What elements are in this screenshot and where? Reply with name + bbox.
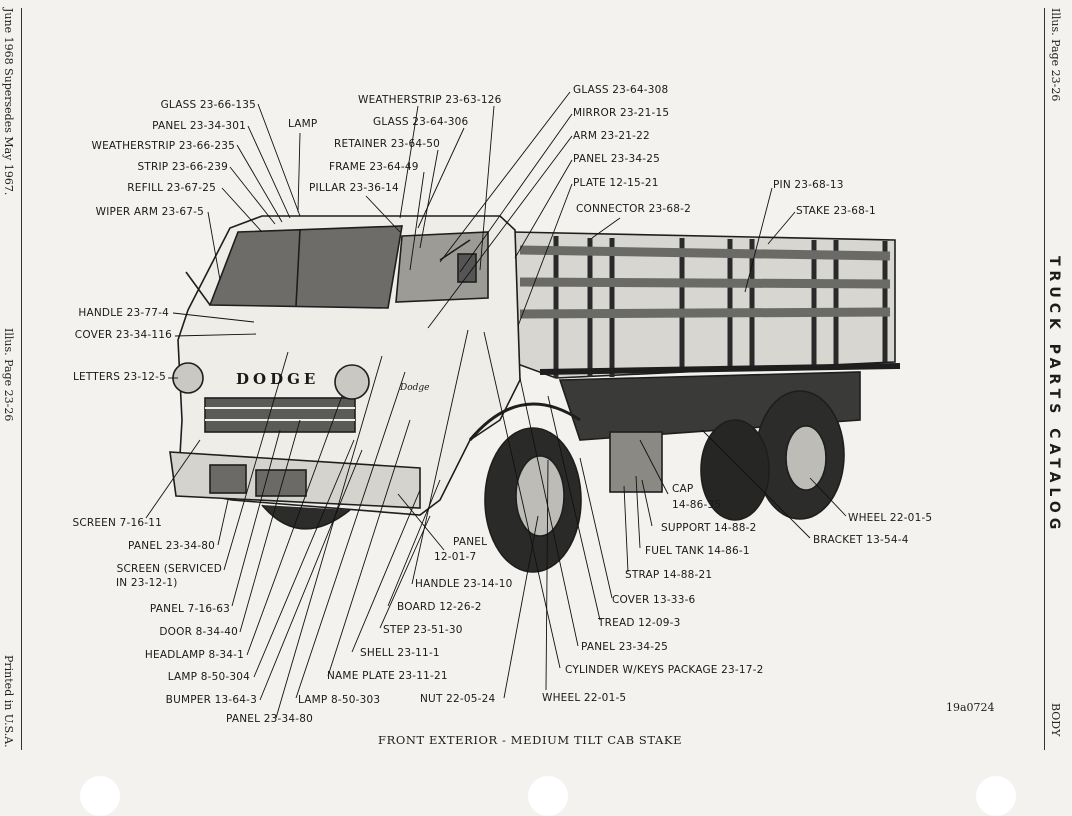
left-margin-rule [21, 8, 22, 750]
dodge-logo: DODGE [236, 370, 319, 388]
callout-panel-7-16-63: PANEL 7-16-63 [149, 603, 230, 615]
callout-lamp-8-50-304: LAMP 8-50-304 [167, 671, 250, 683]
callout-bracket-13-54-4: BRACKET 13-54-4 [813, 534, 909, 546]
callout-arm-23-21-22: ARM 23-21-22 [573, 130, 650, 142]
dodge-badge: Dodge [399, 383, 429, 393]
callout-strip-23-66-239: STRIP 23-66-239 [137, 161, 228, 173]
callout-door-8-34-40: DOOR 8-34-40 [159, 626, 238, 638]
grille [204, 397, 356, 433]
callout-lamp-8-50-303: LAMP 8-50-303 [298, 694, 381, 706]
punch-hole-center [528, 776, 568, 816]
callout-headlamp-8-34-1: HEADLAMP 8-34-1 [144, 649, 244, 661]
callout-screen-serviced: SCREEN (SERVICED [116, 563, 222, 575]
callout-cap-num: 14-86-35 [672, 499, 722, 511]
door-window [395, 231, 489, 303]
callout-cover-23-34-116: COVER 23-34-116 [74, 329, 172, 341]
leader-lines [145, 91, 847, 719]
punch-hole-right [976, 776, 1016, 816]
callout-strap-14-88-21: STRAP 14-88-21 [625, 569, 713, 581]
callout-screen-serviced-in: IN 23-12-1) [116, 577, 178, 589]
callout-fuel-tank-14-86-1: FUEL TANK 14-86-1 [645, 545, 750, 557]
callout-board-12-26-2: BOARD 12-26-2 [397, 601, 482, 613]
headlamp-right [334, 364, 370, 400]
callout-bumper-13-64-3: BUMPER 13-64-3 [165, 694, 257, 706]
callout-panel-23-34-80-bottom: PANEL 23-34-80 [226, 713, 313, 725]
callout-lamp: LAMP [288, 118, 318, 130]
right-margin-rule [1044, 8, 1045, 750]
callout-panel-12-01-7-num: 12-01-7 [434, 551, 477, 563]
callout-connector-23-68-2: CONNECTOR 23-68-2 [576, 203, 691, 215]
callout-wheel-22-01-5-front: WHEEL 22-01-5 [542, 692, 627, 704]
callout-frame-23-64-49: FRAME 23-64-49 [329, 161, 419, 173]
callout-cover-13-33-6: COVER 13-33-6 [612, 594, 696, 606]
callout-step-23-51-30: STEP 23-51-30 [383, 624, 463, 636]
callout-pin-23-68-13: PIN 23-68-13 [773, 179, 844, 191]
figure-id: 19a0724 [946, 701, 995, 714]
callout-glass-23-64-306: GLASS 23-64-306 [373, 116, 469, 128]
callout-glass-23-64-308: GLASS 23-64-308 [573, 84, 669, 96]
callout-panel-23-34-25-top: PANEL 23-34-25 [573, 153, 660, 165]
callout-mirror-23-21-15: MIRROR 23-21-15 [573, 107, 670, 119]
callout-stake-23-68-1: STAKE 23-68-1 [796, 205, 876, 217]
callout-weatherstrip-23-63-126: WEATHERSTRIP 23-63-126 [358, 94, 502, 106]
callout-plate-12-15-21: PLATE 12-15-21 [573, 177, 659, 189]
callout-cap: CAP [672, 483, 694, 495]
figure-caption: FRONT EXTERIOR - MEDIUM TILT CAB STAKE [378, 733, 683, 747]
callout-panel-23-34-80-left: PANEL 23-34-80 [128, 540, 215, 552]
callout-panel-23-34-25-bottom: PANEL 23-34-25 [581, 641, 668, 653]
callout-tread-12-09-3: TREAD 12-09-3 [598, 617, 681, 629]
punch-hole-left [80, 776, 120, 816]
callout-pillar-23-36-14: PILLAR 23-36-14 [309, 182, 399, 194]
callout-cylinder-w-keys: CYLINDER W/KEYS PACKAGE 23-17-2 [565, 664, 764, 676]
callout-glass-23-66-135: GLASS 23-66-135 [160, 99, 256, 111]
callout-handle-23-77-4: HANDLE 23-77-4 [78, 307, 169, 319]
callout-support-14-88-2: SUPPORT 14-88-2 [661, 522, 757, 534]
callout-handle-23-14-10: HANDLE 23-14-10 [415, 578, 513, 590]
callout-panel-23-34-301: PANEL 23-34-301 [152, 120, 246, 132]
callout-retainer-23-64-50: RETAINER 23-64-50 [334, 138, 440, 150]
callout-letters-23-12-5: LETTERS 23-12-5 [72, 371, 166, 383]
callout-wheel-22-01-5-rear: WHEEL 22-01-5 [848, 512, 933, 524]
callout-nut-22-05-24: NUT 22-05-24 [420, 693, 496, 705]
windshield [208, 225, 403, 309]
callout-name-plate-23-11-21: NAME PLATE 23-11-21 [327, 670, 448, 682]
callout-refill-23-67-25: REFILL 23-67-25 [127, 182, 216, 194]
callout-panel-12-01-7: PANEL [453, 536, 488, 548]
callout-wiper-arm-23-67-5: WIPER ARM 23-67-5 [95, 206, 204, 218]
callout-screen-7-16-11: SCREEN 7-16-11 [72, 517, 162, 529]
callout-weatherstrip-23-66-235: WEATHERSTRIP 23-66-235 [91, 140, 235, 152]
callout-shell-23-11-1: SHELL 23-11-1 [360, 647, 440, 659]
